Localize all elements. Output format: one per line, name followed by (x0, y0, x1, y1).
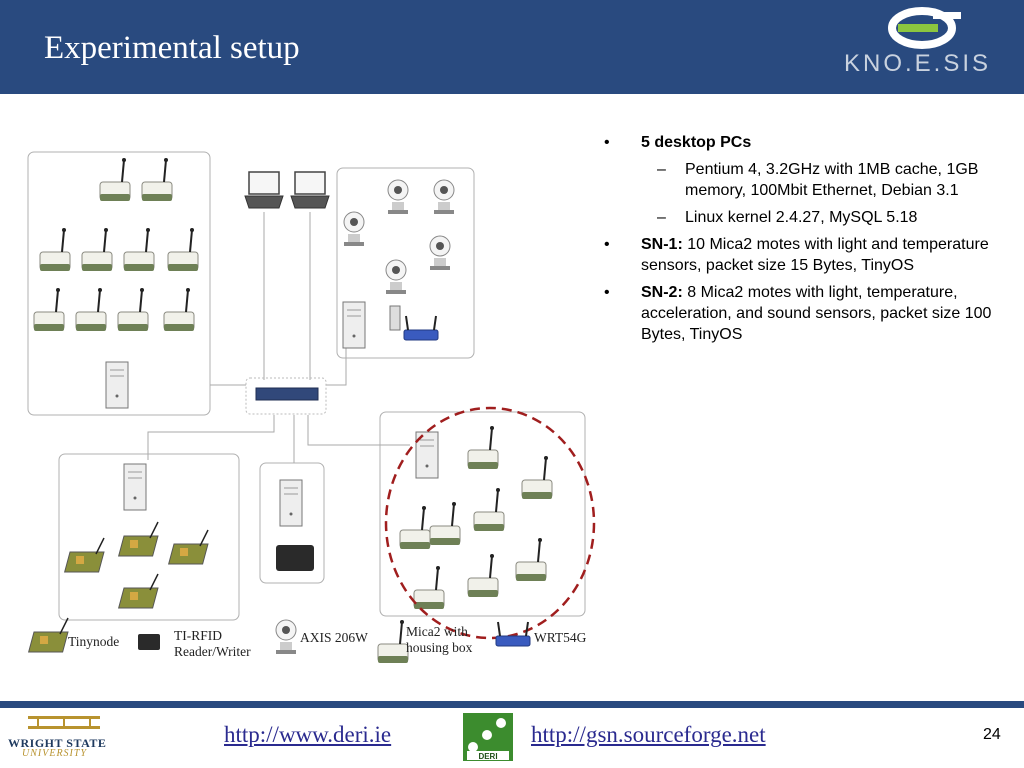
legend-mica-label-line2: housing box (406, 640, 473, 655)
bullet-sn1: • SN-1: 10 Mica2 motes with light and te… (600, 234, 1000, 276)
slide-header: Experimental setup KNO.E.SIS (0, 0, 1024, 94)
slide-title: Experimental setup (44, 30, 300, 66)
legend-tirfid-label-line2: Reader/Writer (174, 644, 251, 659)
subitem-text: Pentium 4, 3.2GHz with 1MB cache, 1GB me… (685, 161, 979, 199)
bullet-marker: • (604, 236, 610, 253)
bullet-marker: • (604, 134, 610, 151)
bullet-label: 5 desktop PCs (641, 134, 752, 151)
bullet-marker: • (604, 284, 610, 301)
legend-wrt-label: WRT54G (534, 630, 587, 645)
network-diagram: Tinynode TI-RFID Reader/Writer AXIS 206W… (20, 140, 600, 670)
bullet-desktop-pcs: • 5 desktop PCs (600, 132, 1000, 153)
bullet-list: • 5 desktop PCs – Pentium 4, 3.2GHz with… (600, 132, 1000, 351)
wright-state-university: UNIVERSITY (22, 748, 87, 759)
deri-link[interactable]: http://www.deri.ie (224, 722, 392, 747)
subitem-cpu-spec: – Pentium 4, 3.2GHz with 1MB cache, 1GB … (600, 159, 1000, 201)
legend-tirfid-label-line1: TI-RFID (174, 628, 222, 643)
legend-mica-label-line1: Mica2 with (406, 624, 468, 639)
bullet-label: SN-2: (641, 284, 683, 301)
bullet-text: 8 Mica2 motes with light, temperature, a… (641, 284, 992, 343)
page-number: 24 (983, 726, 1001, 743)
knoesis-logo-mark (888, 7, 961, 49)
footer-bar (0, 701, 1024, 708)
wright-state-name: WRIGHT STATE (8, 736, 107, 750)
subitem-software: – Linux kernel 2.4.27, MySQL 5.18 (600, 207, 1000, 228)
subitem-marker: – (657, 161, 666, 178)
subitem-marker: – (657, 209, 666, 226)
legend-axis-label: AXIS 206W (300, 630, 368, 645)
subitem-text: Linux kernel 2.4.27, MySQL 5.18 (685, 209, 918, 226)
network-diagram-graphic (27, 151, 596, 664)
legend-tinynode-label: Tinynode (68, 634, 120, 649)
knoesis-logo: KNO.E.SIS (838, 6, 1004, 88)
deri-logo-text: DERI (478, 752, 497, 761)
bullet-text: 10 Mica2 motes with light and temperatur… (641, 236, 989, 274)
wright-flyer-icon (28, 716, 100, 729)
gsn-link[interactable]: http://gsn.sourceforge.net (531, 722, 766, 747)
bullet-label: SN-1: (641, 236, 683, 253)
bullet-sn2: • SN-2: 8 Mica2 motes with light, temper… (600, 282, 1000, 345)
deri-logo-mark: DERI (463, 713, 513, 761)
knoesis-logo-text: KNO.E.SIS (844, 50, 992, 77)
